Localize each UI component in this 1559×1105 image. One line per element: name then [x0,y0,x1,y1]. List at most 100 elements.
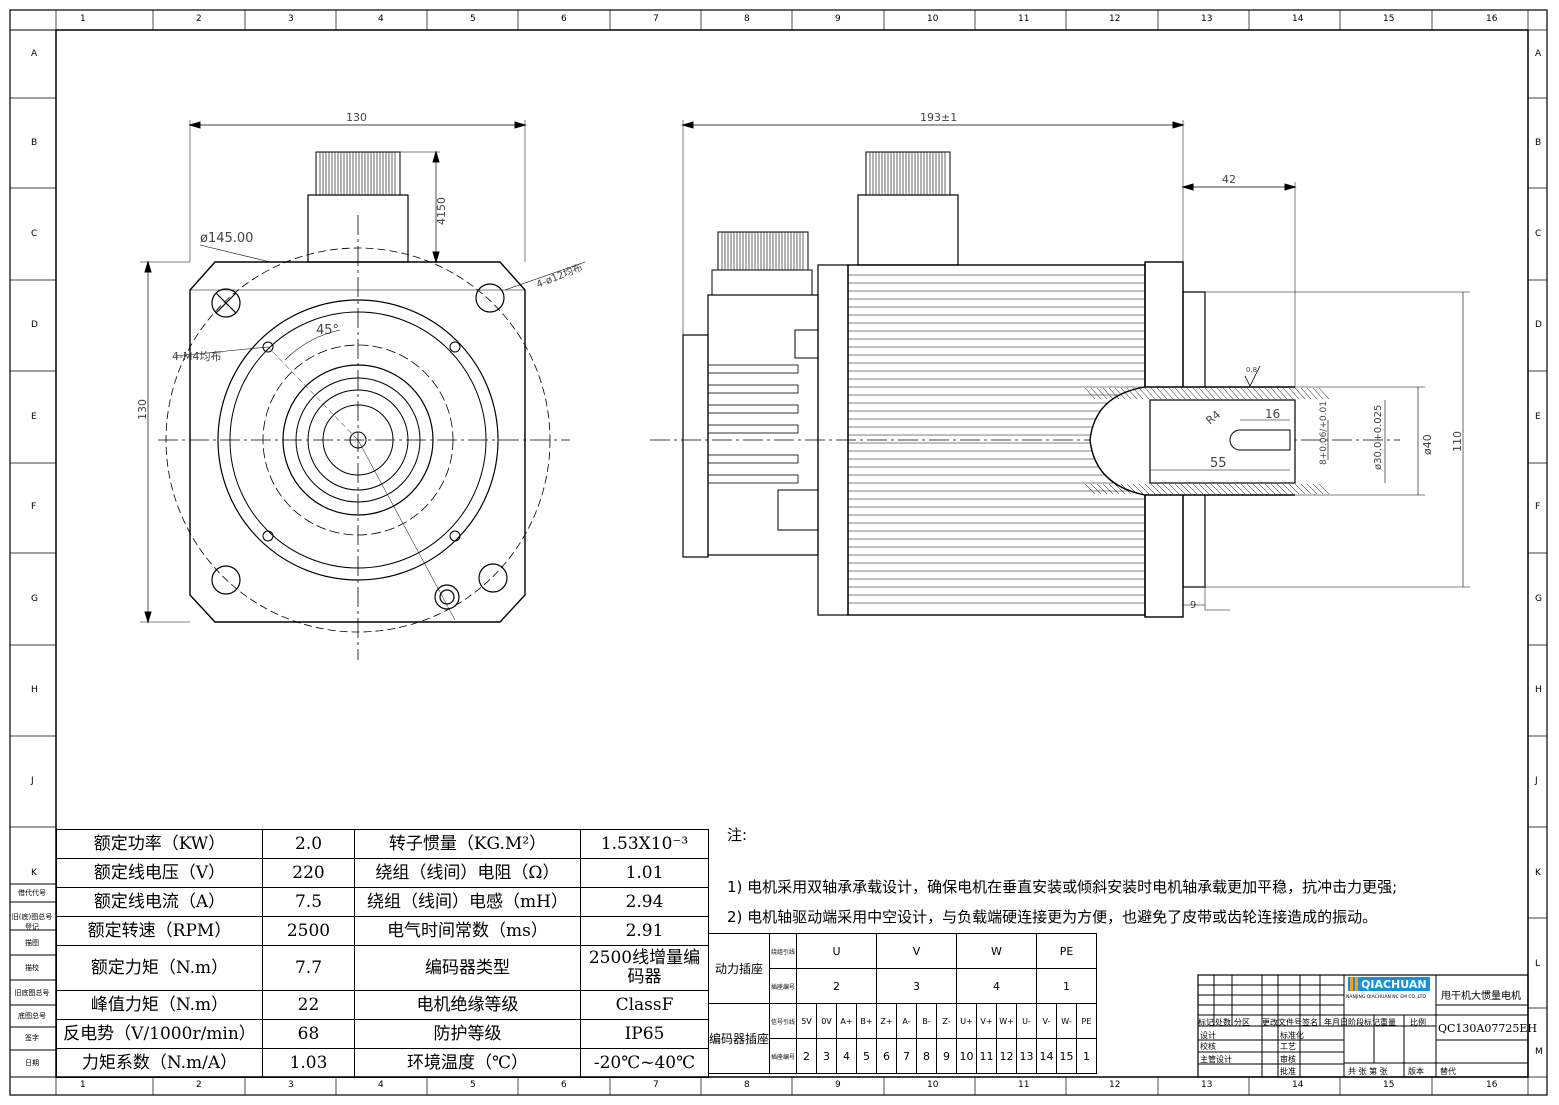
title-block: 标记 处数 分区 更改文件号 签名 年月日 设计 标准化 校核 工艺 主管设计 … [1198,975,1537,1077]
encoder-pin: 11 [976,1038,997,1074]
tb-cell: 设计 [1200,1031,1216,1040]
tb-cell: 更改文件号 [1262,1018,1302,1027]
encoder-pin: 15 [1056,1038,1077,1074]
column-label: 11 [1018,14,1030,24]
encoder-row-head: 信号引线 [769,1003,797,1039]
spec-value: IP65 [580,1019,709,1049]
encoder-pin: 5 [856,1038,877,1074]
spec-value: 68 [262,1019,355,1049]
encoder-signal: V- [1036,1003,1057,1039]
spec-value: ClassF [580,990,709,1020]
strip-label: 旧底图总号 [14,989,50,997]
tb-cell: 校核 [1200,1042,1216,1051]
tb-cell: 标记 [1198,1018,1214,1027]
spec-value: 2.94 [580,887,709,917]
dim-55: 55 [1210,456,1227,471]
notes: 注: 1) 电机采用双轴承承载设计，确保电机在垂直安装或倾斜安装时电机轴承载更加… [727,820,1397,932]
notes-title: 注: [727,826,748,844]
power-signal: U [796,933,877,969]
spec-value: 2500 [262,916,355,946]
row-label: J [31,776,34,786]
row-label: F [31,502,37,512]
tb-cell: 主管设计 [1200,1055,1232,1064]
strip-label: 日期 [25,1059,39,1067]
encoder-pin: 10 [956,1038,977,1074]
tb-cell: 重量 [1380,1018,1396,1027]
column-label: 5 [470,14,476,24]
dim-40: ø40 [1421,434,1434,455]
column-label: 1 [80,14,86,24]
dim-pcd: ø145.00 [200,231,253,246]
row-label: H [31,685,38,695]
power-row-head: 绕组引线 [769,933,797,969]
spec-value: 1.53X10⁻³ [580,829,709,859]
dim-connector: 4150 [435,197,448,225]
row-label: M [1535,1047,1543,1057]
tb-cell: 版本 [1408,1067,1424,1076]
spec-value: 22 [262,990,355,1020]
row-label: C [1535,229,1542,239]
encoder-pin: 12 [996,1038,1017,1074]
power-socket-label: 动力插座 [708,933,770,1004]
tb-cell: 批准 [1280,1067,1296,1076]
row-label: A [31,49,38,59]
spec-label: 转子惯量（KG.M²） [354,829,581,859]
connector-table: 动力插座 绕组引线 U V W PE 插座编号 2 3 4 1 编码器插座 信号… [708,933,1097,1074]
dim-taps: 4-M4均布 [172,350,221,363]
tb-cell: 处数 [1215,1018,1231,1027]
tb-cell: 比例 [1410,1018,1426,1027]
spec-value: 2.0 [262,829,355,859]
spigot-circle [282,364,434,516]
row-label: G [31,594,38,604]
encoder-socket-label: 编码器插座 [708,1003,770,1074]
column-label: 3 [288,14,294,24]
strip-label: 签字 [25,1034,39,1042]
column-label: 1 [80,1080,86,1090]
encoder-signal: V+ [976,1003,997,1039]
dim-width: 130 [346,111,367,124]
column-label: 4 [378,14,384,24]
column-label: 6 [561,1080,567,1090]
encoder-row-head: 插座编号 [769,1038,797,1074]
spec-label: 额定线电压（V） [56,858,263,888]
row-label: D [31,320,38,330]
column-label: 15 [1383,14,1395,24]
dim-110: 110 [1451,431,1464,452]
encoder-signal: U+ [956,1003,977,1039]
column-label: 14 [1292,1080,1304,1090]
brand-name: QIACHUAN [1361,978,1427,991]
spec-label: 力矩系数（N.m/A） [56,1048,263,1078]
encoder-pin: 3 [816,1038,837,1074]
note-item: 2) 电机轴驱动端采用中空设计，与负载端硬连接更为方便，也避免了皮带或齿轮连接造… [727,908,1378,926]
column-label: 9 [835,14,841,24]
column-label: 9 [835,1080,841,1090]
row-label: J [1535,776,1538,786]
roughness: 0.8 [1246,366,1257,374]
encoder-signal: PE [1076,1003,1097,1039]
spec-value: 7.5 [262,887,355,917]
encoder-pin: 14 [1036,1038,1057,1074]
pcd-circle [165,247,551,633]
encoder-signal: U- [1016,1003,1037,1039]
spec-label: 防护等级 [354,1019,581,1049]
tap-circle [229,311,487,569]
strip-label: 旧(底)图总号登记 [11,913,53,931]
encoder-pin: 2 [796,1038,817,1074]
tb-cell: 工艺 [1280,1042,1296,1051]
tb-cell: 替代 [1440,1067,1456,1076]
power-pin: 3 [876,968,957,1004]
power-signal: PE [1036,933,1097,969]
body-circle [217,299,499,581]
spec-label: 额定线电流（A） [56,887,263,917]
row-ticks [10,29,1547,1078]
power-pin: 2 [796,968,877,1004]
spec-value: 2500线增量编码器 [580,945,709,991]
encoder-pin: 6 [876,1038,897,1074]
dim-42: 42 [1222,173,1236,186]
encoder-connector-base [711,269,813,296]
column-label: 10 [927,14,939,24]
